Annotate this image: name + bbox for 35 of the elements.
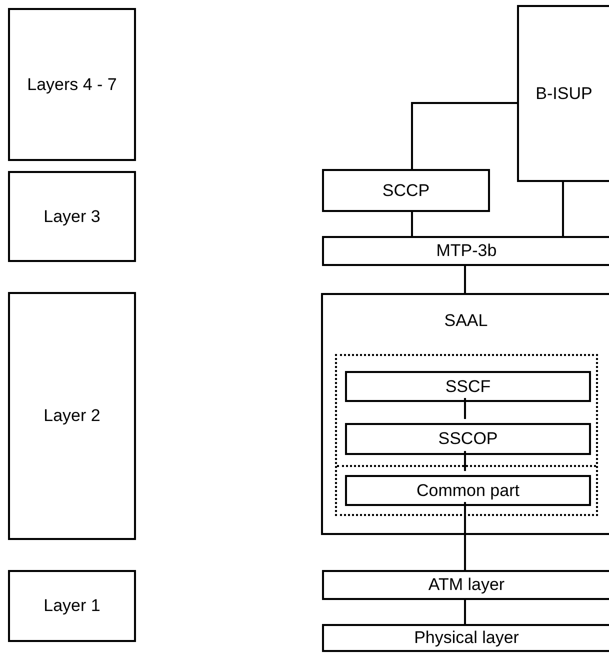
protocol-box	[322, 570, 609, 600]
connector-line	[464, 502, 466, 570]
layer-label: Common part	[416, 480, 520, 502]
layer-label: Physical layer	[413, 627, 520, 649]
connector-line	[464, 266, 466, 293]
connector-line	[411, 102, 517, 169]
connector-line	[562, 182, 564, 236]
dotted-group-box	[335, 354, 598, 516]
protocol-box	[322, 236, 609, 266]
layer-label: Layers 4 - 7	[26, 74, 118, 96]
connector-line	[464, 600, 466, 624]
protocol-box	[345, 423, 591, 455]
protocol-box	[517, 5, 609, 182]
layer-box	[8, 8, 136, 161]
protocol-box	[322, 169, 490, 212]
layer-label: SAAL	[443, 310, 489, 332]
protocol-box	[345, 475, 591, 506]
layer-label: Layer 3	[42, 206, 102, 228]
connector-line	[411, 212, 413, 236]
layer-label: ATM layer	[427, 574, 506, 596]
layer-label: SSCF	[444, 376, 492, 398]
layer-box	[8, 171, 136, 262]
layer-label: SCCP	[381, 180, 431, 202]
protocol-box	[322, 624, 609, 652]
layer-label: MTP-3b	[435, 240, 498, 262]
connector-line	[464, 451, 466, 471]
protocol-box	[321, 293, 609, 535]
layer-label: B-ISUP	[534, 82, 594, 104]
layer-label: Layer 2	[42, 405, 102, 427]
layer-box	[8, 292, 136, 540]
protocol-box	[345, 371, 591, 402]
connector-line	[464, 398, 466, 419]
layer-label: Layer 1	[42, 595, 102, 617]
layer-box	[8, 570, 136, 642]
layer-label: SSCOP	[437, 428, 499, 450]
